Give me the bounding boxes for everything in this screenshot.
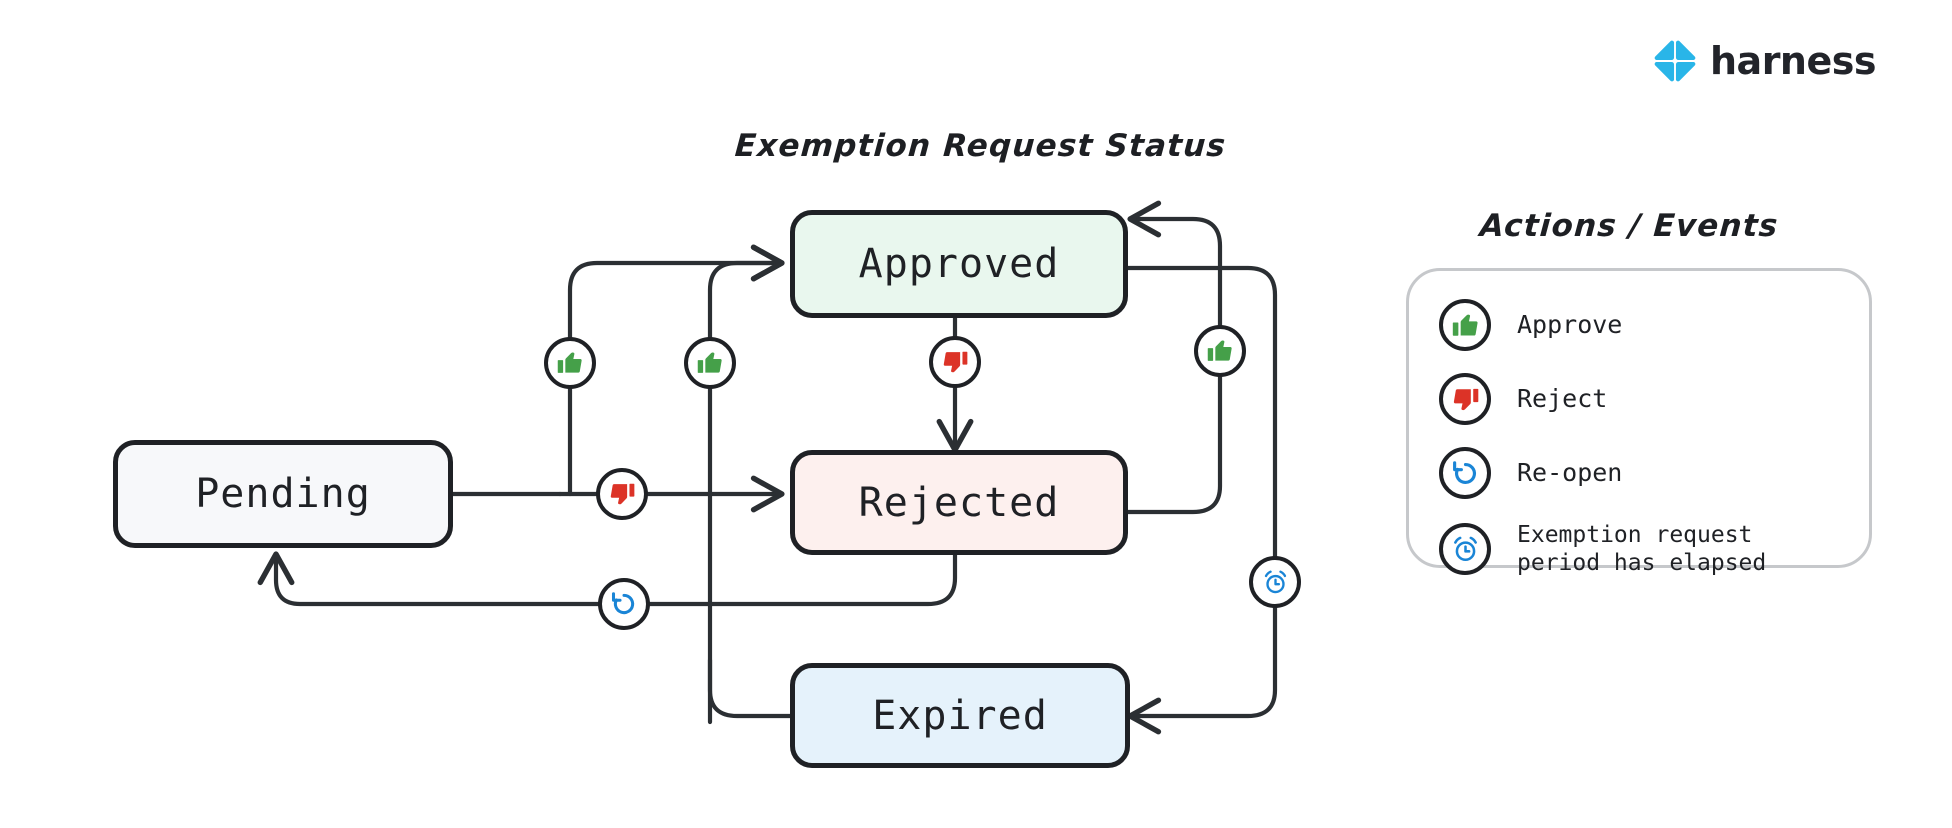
harness-diamond-logo-icon	[1654, 40, 1696, 82]
legend-item-reject[interactable]: Reject	[1439, 373, 1839, 425]
legend-label-approve: Approve	[1517, 309, 1623, 339]
alarm-clock-icon	[1451, 535, 1480, 564]
legend-panel: Approve Reject Re-open Exemption request…	[1406, 268, 1872, 576]
legend-label-period-elapsed: Exemption request period has elapsed	[1517, 522, 1767, 577]
legend-label-reject: Reject	[1517, 383, 1608, 413]
reopen-icon	[610, 590, 638, 618]
state-label-expired: Expired	[872, 692, 1048, 739]
state-node-rejected[interactable]: Rejected	[790, 450, 1128, 555]
state-label-pending: Pending	[195, 471, 371, 517]
edge-badge-approve-from-pending[interactable]	[544, 337, 596, 389]
legend-badge-reject	[1439, 373, 1491, 425]
edge-rejected-to-approved	[707, 244, 785, 725]
legend-label-reopen: Re-open	[1517, 457, 1623, 487]
thumbs-up-icon	[696, 349, 724, 377]
brand-name: harness	[1710, 39, 1877, 83]
legend-list: Approve Reject Re-open Exemption request…	[1439, 299, 1839, 577]
thumbs-up-icon	[1206, 337, 1234, 365]
thumbs-down-icon	[1451, 385, 1480, 414]
legend-badge-reopen	[1439, 447, 1491, 499]
state-node-pending[interactable]: Pending	[113, 440, 453, 548]
thumbs-up-icon	[1451, 311, 1480, 340]
state-node-expired[interactable]: Expired	[790, 663, 1130, 768]
edge-badge-reject-from-approved[interactable]	[929, 336, 981, 388]
reopen-icon	[1451, 459, 1480, 488]
state-label-approved: Approved	[858, 241, 1060, 287]
legend-item-reopen[interactable]: Re-open	[1439, 447, 1839, 499]
legend-badge-approve	[1439, 299, 1491, 351]
legend-badge-period-elapsed	[1439, 523, 1491, 576]
alarm-clock-icon	[1262, 569, 1289, 596]
legend-item-period-elapsed[interactable]: Exemption request period has elapsed	[1439, 521, 1839, 577]
thumbs-up-icon	[556, 349, 584, 377]
thumbs-down-icon	[608, 480, 636, 508]
brand-logo: harness	[1652, 38, 1877, 84]
thumbs-down-icon	[941, 348, 969, 376]
edge-badge-reject-from-pending[interactable]	[596, 468, 648, 520]
edge-pending-to-approved	[567, 244, 785, 497]
edge-expired-left-stub	[707, 657, 793, 719]
state-node-approved[interactable]: Approved	[790, 210, 1128, 318]
edge-approved-to-expired	[1125, 265, 1278, 735]
edge-badge-reopen[interactable]	[598, 578, 650, 630]
edge-badge-approve-from-expired[interactable]	[1194, 325, 1246, 377]
edge-badge-period-elapsed[interactable]	[1249, 556, 1301, 608]
legend-item-approve[interactable]: Approve	[1439, 299, 1839, 351]
edge-badge-approve-from-rejected[interactable]	[684, 337, 736, 389]
state-label-rejected: Rejected	[858, 479, 1060, 526]
